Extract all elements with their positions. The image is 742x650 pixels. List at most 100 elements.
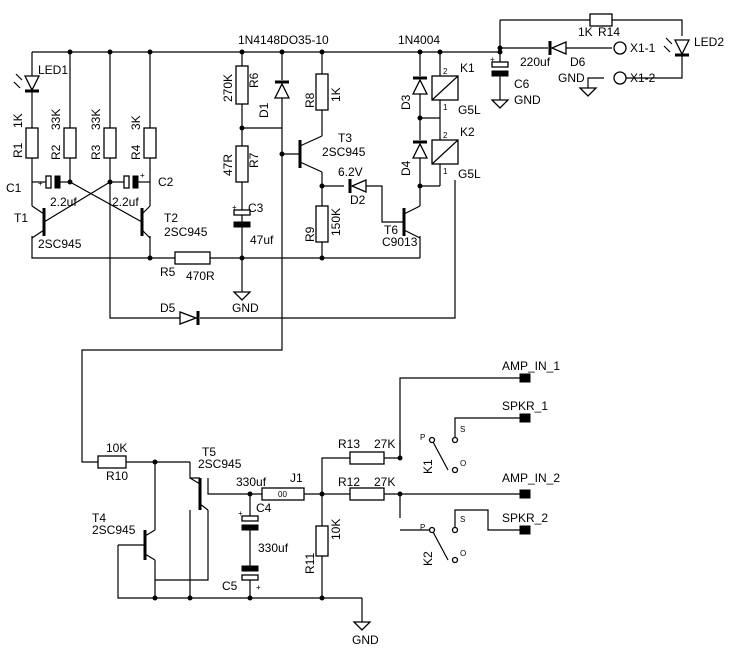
- label-rel-diode: 1N4004: [398, 33, 440, 47]
- label-t2: T2: [164, 211, 178, 225]
- label-t5: T5: [202, 445, 216, 459]
- label-gnd-bottom: GND: [352, 633, 379, 647]
- label-k2-type: G5L: [458, 167, 481, 181]
- label-c1: C1: [6, 181, 22, 195]
- label-c3: C3: [248, 201, 264, 215]
- label-pin-s2: S: [460, 515, 465, 524]
- label-pin-p2: P: [420, 523, 425, 532]
- diodes: [13, 37, 691, 325]
- label-x12: X1-2: [630, 71, 656, 85]
- label-relay-k2: K2: [421, 551, 435, 566]
- label-t3: T3: [338, 131, 352, 145]
- capacitors: [45, 61, 509, 581]
- label-r14-val: 1K: [578, 25, 593, 39]
- label-r10: R10: [106, 469, 128, 483]
- label-r7: R7: [247, 152, 261, 168]
- label-led1: LED1: [38, 63, 68, 77]
- label-r11: R11: [303, 553, 317, 574]
- label-pin-o1: O: [460, 459, 466, 468]
- label-t4: T4: [92, 511, 106, 525]
- label-r3: R3: [89, 144, 103, 160]
- label-r6-val: 270K: [221, 74, 235, 102]
- label-d2-val: 6.2V: [338, 165, 363, 179]
- label-pin-k2-2: 2: [443, 131, 448, 140]
- label-d1: D1: [257, 102, 271, 118]
- wires: [31, 19, 683, 622]
- label-c6: C6: [514, 77, 530, 91]
- label-r10-val: 10K: [106, 441, 127, 455]
- label-pin-k1-2: 2: [443, 67, 448, 76]
- label-spkr-1: SPKR_1: [502, 399, 548, 413]
- label-plus-c6: +: [490, 55, 495, 64]
- label-d5: D5: [160, 301, 176, 315]
- label-relay-k1: K1: [421, 459, 435, 474]
- relays: [431, 75, 459, 165]
- label-r13: R13: [338, 437, 360, 451]
- label-spkr-2: SPKR_2: [502, 511, 548, 525]
- label-d4: D4: [399, 160, 413, 176]
- label-c5: C5: [222, 579, 238, 593]
- label-r13-val: 27K: [374, 437, 395, 451]
- label-t6: T6: [384, 223, 398, 237]
- label-r1-val: 1K: [11, 113, 25, 128]
- connectors: [428, 41, 627, 564]
- label-c1-val: 2.2uf: [50, 195, 77, 209]
- label-gnd-top: GND: [558, 71, 585, 85]
- label-t3-type: 2SC945: [322, 145, 366, 159]
- label-t4-type: 2SC945: [92, 523, 136, 537]
- label-gnd-c6: GND: [514, 93, 541, 107]
- label-x11: X1-1: [630, 41, 656, 55]
- label-plus-c1: +: [38, 179, 43, 188]
- label-k2: K2: [460, 125, 475, 139]
- label-pin-p1: P: [420, 433, 425, 442]
- label-r4: R4: [129, 144, 143, 160]
- label-r2-val: 33K: [49, 109, 63, 130]
- label-c2-val: 2.2uf: [112, 195, 139, 209]
- label-r1: R1: [11, 142, 25, 158]
- label-pin-o2: O: [460, 549, 466, 558]
- transistors: [31, 135, 421, 561]
- label-j1: J1: [290, 471, 303, 485]
- label-r6: R6: [247, 72, 261, 88]
- label-r12: R12: [338, 475, 360, 489]
- label-plus-c5: +: [256, 583, 261, 592]
- labels: 1N4148DO35-10 1N4004 1K R14 LED2 X1-1 X1…: [6, 25, 724, 647]
- label-r7-val: 47R: [221, 154, 235, 176]
- label-r9-val: 150K: [329, 208, 343, 236]
- label-c6-val: 220uf: [520, 55, 551, 69]
- label-t6-type: C9013: [382, 235, 418, 249]
- label-k1: K1: [460, 61, 475, 75]
- label-r3-val: 33K: [89, 109, 103, 130]
- label-r4-val: 3K: [129, 115, 143, 130]
- label-j1-inner: 00: [278, 490, 287, 499]
- label-k1-type: G5L: [458, 103, 481, 117]
- label-led2: LED2: [694, 35, 724, 49]
- label-top-diodes: 1N4148DO35-10: [238, 33, 329, 47]
- label-r11-val: 10K: [329, 519, 343, 540]
- label-d3: D3: [399, 94, 413, 110]
- label-c4-val: 330uf: [236, 475, 267, 489]
- label-r14: R14: [598, 25, 620, 39]
- label-r8: R8: [303, 92, 317, 108]
- label-t1: T1: [14, 211, 28, 225]
- label-pin-k2-1: 1: [443, 167, 448, 176]
- resistors: [25, 13, 613, 557]
- label-r9: R9: [303, 226, 317, 242]
- label-d6: D6: [570, 55, 586, 69]
- label-plus-c2: +: [140, 171, 145, 180]
- ground-symbols: [232, 87, 598, 631]
- label-r2: R2: [49, 144, 63, 160]
- label-r8-val: 1K: [329, 87, 343, 102]
- label-plus-c3: +: [232, 203, 237, 212]
- label-gnd-c3: GND: [232, 301, 259, 315]
- label-r12-val: 27K: [374, 475, 395, 489]
- label-t5-type: 2SC945: [198, 457, 242, 471]
- label-amp-in-2: AMP_IN_2: [502, 471, 560, 485]
- label-c3-val: 47uf: [250, 233, 274, 247]
- label-pin-s1: S: [460, 425, 465, 434]
- label-r5-val: 470R: [186, 269, 215, 283]
- label-r5: R5: [160, 265, 176, 279]
- junctions: [67, 45, 503, 601]
- label-t2-type: 2SC945: [164, 225, 208, 239]
